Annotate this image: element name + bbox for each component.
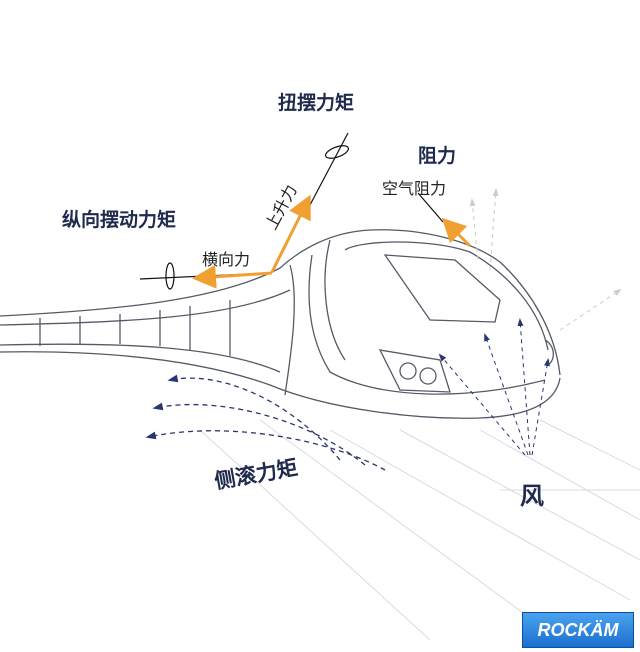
roll-moment-arrows (145, 374, 386, 471)
force-arrows (192, 194, 472, 289)
track-lines (199, 419, 640, 641)
pitch-moment-label: 纵向摆动力矩 (62, 209, 177, 231)
train-body (0, 229, 561, 419)
lateral-force-label: 横向力 (202, 250, 251, 269)
air-drag-label: 空气阻力 (382, 179, 447, 198)
yaw-moment-label: 扭摆力矩 (278, 92, 355, 114)
rockam-logo: ROCKÄM (522, 612, 634, 648)
wind-arrows (438, 318, 550, 456)
lift-arrow (270, 194, 311, 273)
drag-arrow (441, 217, 472, 248)
wind-label: 风 (520, 482, 544, 510)
airflow-arrows (469, 188, 622, 331)
drag-label: 阻力 (418, 145, 457, 167)
axis-lines (139, 132, 444, 290)
lateral-force-arrow (192, 264, 273, 289)
